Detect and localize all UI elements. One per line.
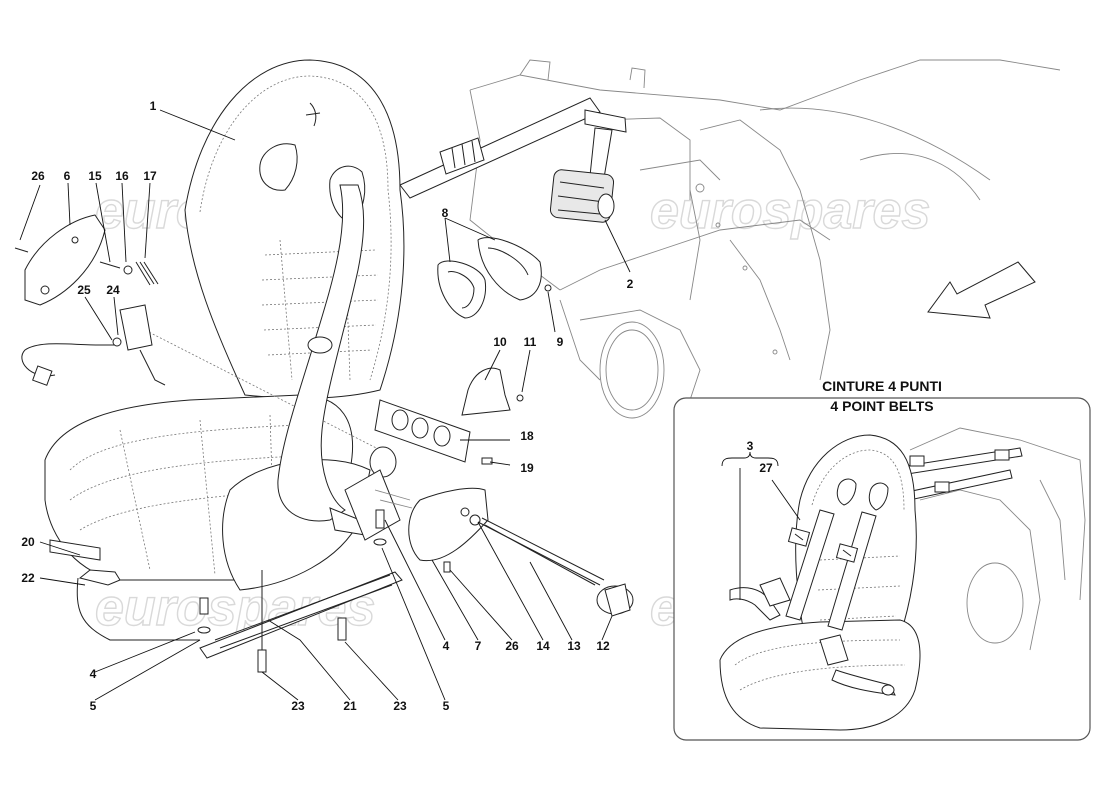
- callout-7: 7: [475, 639, 482, 653]
- racing-seat: [44, 59, 405, 591]
- callout-24: 24: [106, 283, 120, 297]
- callout-2: 2: [627, 277, 634, 291]
- callout-labels: 1 2 8 9 10 11 18 19 26 6 15 16 17 25 24 …: [21, 99, 633, 713]
- callout-26-left: 26: [31, 169, 45, 183]
- seat-rails: [49, 539, 403, 659]
- callout-10: 10: [493, 335, 507, 349]
- callout-5-right: 5: [443, 699, 450, 713]
- callout-18: 18: [520, 429, 534, 443]
- callout-19: 19: [520, 461, 534, 475]
- callout-20: 20: [21, 535, 35, 549]
- callout-5-left: 5: [90, 699, 97, 713]
- callout-4-left: 4: [90, 667, 97, 681]
- callout-17: 17: [143, 169, 157, 183]
- callout-1: 1: [150, 99, 157, 113]
- callout-3: 3: [747, 439, 754, 453]
- callout-23-left: 23: [291, 699, 305, 713]
- leader-lines: [19, 109, 631, 701]
- fasteners: [197, 457, 493, 673]
- callout-26-right: 26: [505, 639, 519, 653]
- callout-6: 6: [64, 169, 71, 183]
- callout-12: 12: [596, 639, 610, 653]
- callout-27: 27: [759, 461, 773, 475]
- crossbar-and-reel: [399, 97, 627, 223]
- inset-4-point-belts: CINTURE 4 PUNTI 4 POINT BELTS: [673, 378, 1091, 741]
- callout-22: 22: [21, 571, 35, 585]
- callout-21: 21: [343, 699, 357, 713]
- callout-13: 13: [567, 639, 581, 653]
- inset-title-italian: CINTURE 4 PUNTI: [822, 378, 942, 394]
- direction-arrow: [927, 261, 1036, 319]
- callout-23-right: 23: [393, 699, 407, 713]
- belt-guides: [437, 237, 552, 416]
- callout-8: 8: [442, 206, 449, 220]
- left-small-parts: [14, 214, 166, 386]
- inset-title-english: 4 POINT BELTS: [830, 398, 933, 414]
- brace-3: [721, 451, 779, 467]
- callout-25: 25: [77, 283, 91, 297]
- callout-9: 9: [557, 335, 564, 349]
- callout-15: 15: [88, 169, 102, 183]
- callout-11: 11: [524, 335, 537, 349]
- leader-27: [771, 479, 801, 521]
- seat-belt-webbing: [277, 184, 366, 536]
- watermark-top-right: eurospares: [650, 182, 930, 240]
- callout-14: 14: [536, 639, 550, 653]
- callout-4-right: 4: [443, 639, 450, 653]
- callout-16: 16: [115, 169, 129, 183]
